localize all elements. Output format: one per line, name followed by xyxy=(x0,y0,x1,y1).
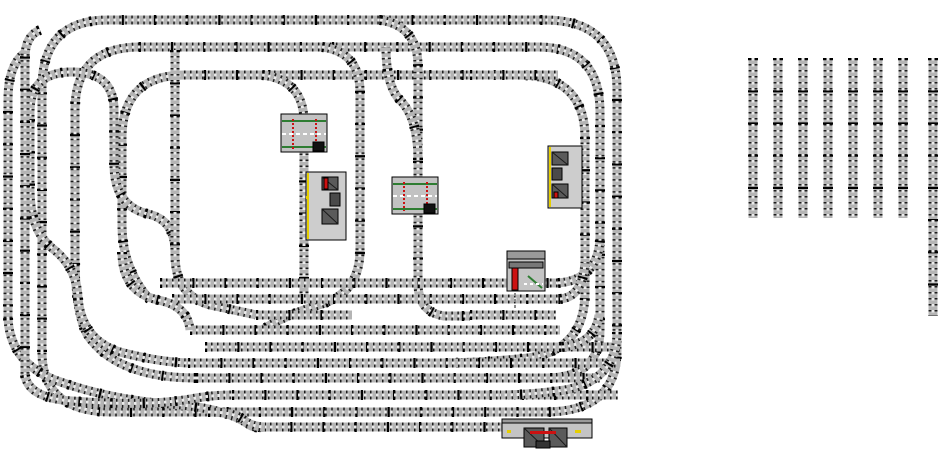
third-loop-track-segment[interactable] xyxy=(117,70,590,368)
spare-tracks-panel xyxy=(748,58,938,316)
balloon-loop-track-segment[interactable] xyxy=(25,66,180,301)
row-7-riser-track-segment[interactable] xyxy=(499,331,622,400)
fan-link-1-track-segment[interactable] xyxy=(117,251,195,331)
mid-vertical-1-track-segment[interactable] xyxy=(170,50,258,320)
level-crossing-2[interactable] xyxy=(391,176,439,215)
left-inner-siding-track-segment[interactable] xyxy=(20,25,43,375)
row-4-riser-track-segment[interactable] xyxy=(561,314,604,352)
crossing-track-2-track-segment[interactable] xyxy=(378,15,423,283)
crossing-track-1-track-segment[interactable] xyxy=(261,70,309,298)
outer-loop-track-segment[interactable] xyxy=(37,15,622,417)
structures xyxy=(280,113,593,449)
fan-link-2-track-segment[interactable] xyxy=(73,297,189,368)
mid-tail-track-segment[interactable] xyxy=(413,282,470,321)
left-inner-bottom-track-segment[interactable] xyxy=(20,373,233,409)
signal-shed[interactable] xyxy=(506,250,546,312)
station-platform-left[interactable] xyxy=(305,171,347,241)
row-2-riser-track-segment[interactable] xyxy=(559,261,590,304)
station-platform-right[interactable] xyxy=(547,145,583,209)
second-loop-track-segment[interactable] xyxy=(70,42,605,383)
row-8-link-track-segment[interactable] xyxy=(207,407,267,432)
mid-branch-track-segment[interactable] xyxy=(381,46,423,161)
level-crossing-1[interactable] xyxy=(280,113,328,153)
station-building-bottom[interactable] xyxy=(501,418,593,449)
main-layout xyxy=(3,15,622,433)
